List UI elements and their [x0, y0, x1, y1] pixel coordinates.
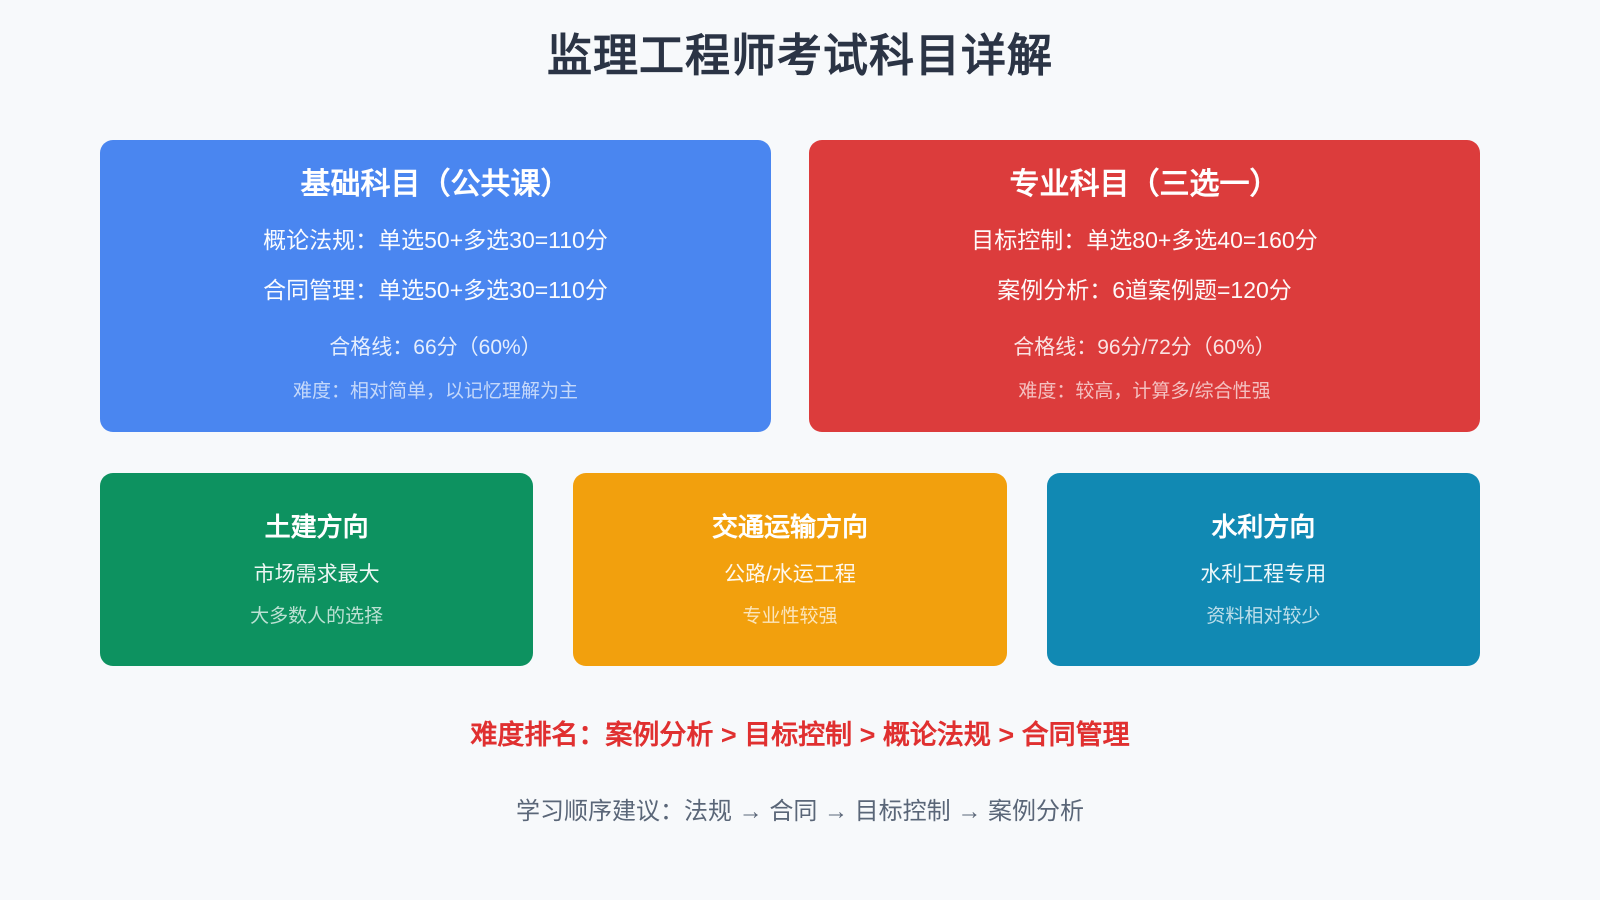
direction-transport-note: 专业性较强: [742, 605, 838, 627]
basic-pass-line: 合格线：66分（60%）: [329, 336, 542, 360]
major-difficulty-note: 难度：较高，计算多/综合性强: [1018, 380, 1271, 402]
direction-card-civil: 土建方向 市场需求最大 大多数人的选择: [100, 473, 534, 666]
study-order-text: 学习顺序建议：法规 → 合同 → 目标控制 → 案例分析: [515, 798, 1084, 825]
direction-card-water: 水利方向 水利工程专用 资料相对较少: [1046, 473, 1480, 666]
direction-civil-title: 土建方向: [264, 512, 369, 542]
direction-water-subtitle: 水利工程专用: [1200, 563, 1327, 586]
difficulty-ranking-text: 难度排名：案例分析 > 目标控制 > 概论法规 > 合同管理: [470, 720, 1130, 750]
basic-subjects-title: 基础科目（公共课）: [300, 168, 571, 201]
major-subject-line-2: 案例分析：6道案例题=120分: [997, 276, 1292, 303]
direction-water-title: 水利方向: [1211, 512, 1316, 542]
specialty-directions-row: 土建方向 市场需求最大 大多数人的选择 交通运输方向 公路/水运工程 专业性较强…: [100, 473, 1480, 666]
core-subjects-row: 基础科目（公共课） 概论法规：单选50+多选30=110分 合同管理：单选50+…: [100, 140, 1480, 432]
direction-transport-title: 交通运输方向: [711, 512, 868, 542]
basic-subject-line-2: 合同管理：单选50+多选30=110分: [263, 276, 608, 303]
direction-water-note: 资料相对较少: [1206, 605, 1321, 627]
page-title: 监理工程师考试科目详解: [546, 30, 1053, 81]
direction-civil-note: 大多数人的选择: [250, 605, 384, 627]
basic-difficulty-note: 难度：相对简单，以记忆理解为主: [292, 380, 578, 402]
major-subjects-card: 专业科目（三选一） 目标控制：单选80+多选40=160分 案例分析：6道案例题…: [809, 140, 1480, 432]
basic-subjects-card: 基础科目（公共课） 概论法规：单选50+多选30=110分 合同管理：单选50+…: [100, 140, 771, 432]
major-subject-line-1: 目标控制：单选80+多选40=160分: [971, 227, 1318, 253]
major-pass-line: 合格线：96分/72分（60%）: [1013, 336, 1276, 360]
direction-transport-subtitle: 公路/水运工程: [724, 563, 856, 586]
direction-civil-subtitle: 市场需求最大: [253, 563, 380, 586]
direction-card-transport: 交通运输方向 公路/水运工程 专业性较强: [573, 473, 1007, 666]
major-subjects-title: 专业科目（三选一）: [1009, 168, 1280, 201]
basic-subject-line-1: 概论法规：单选50+多选30=110分: [263, 227, 608, 253]
